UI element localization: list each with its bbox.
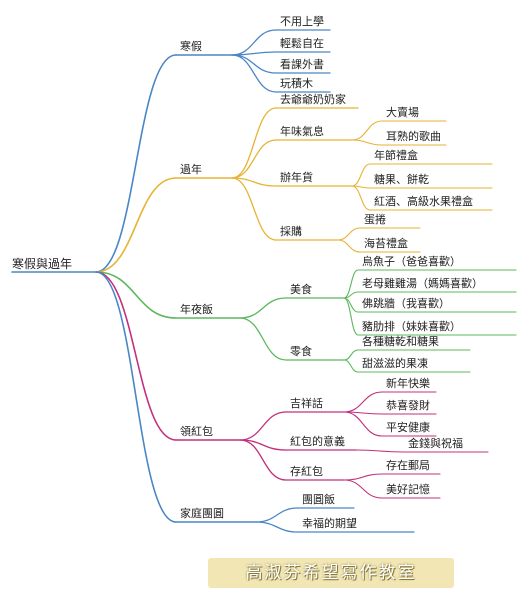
leaf-connector-3-0-2 [343,411,383,437]
leaf-node-2-0-2: 佛跳牆（我喜歡） [362,297,450,310]
branch-connector-3 [95,271,177,441]
child-connector-1-0 [231,107,277,179]
leaf-node-2-0-0: 烏魚子（爸爸喜歡） [362,255,461,268]
leaf-node-3-0-1: 恭喜發財 [386,399,430,412]
leaf-connector-2-0-0 [343,269,359,299]
leaf-node-1-3-0: 蛋捲 [364,213,386,226]
branch-connector-0 [95,54,177,273]
leaf-node-3-2-0: 存在郵局 [386,459,430,472]
leaf-connector-1-2-2 [351,185,371,211]
child-node-3-2: 存紅包 [290,465,323,478]
leaf-node-1-2-2: 紅酒、高級水果禮盒 [374,195,473,208]
child-node-0-1: 輕鬆自在 [280,37,324,50]
child-connector-1-3 [231,177,277,241]
leaf-node-1-1-0: 大賣場 [386,106,419,119]
leaf-connector-2-0-3 [343,297,359,336]
branch-node-2: 年夜飯 [180,303,213,316]
child-connector-0-3 [231,54,277,93]
leaf-node-1-3-1: 海苔禮盒 [364,237,408,250]
child-connector-3-0 [239,411,287,441]
child-connector-4-1 [255,521,299,533]
child-node-3-0: 吉祥話 [290,397,323,410]
child-node-0-2: 看課外書 [280,58,324,71]
leaf-node-2-1-1: 甜滋滋的果凍 [362,357,428,370]
watermark-banner: 高淑芬希望寫作教室 [208,558,454,588]
leaf-connector-1-1-0 [351,120,383,141]
leaf-node-2-0-3: 豬肋排（妹妹喜歡） [362,320,461,333]
leaf-node-1-1-1: 耳熟的歌曲 [386,130,441,143]
child-node-2-0: 美食 [290,283,312,296]
leaf-node-1-2-1: 糖果、餅乾 [374,173,429,186]
leaf-connector-1-3-0 [337,227,361,241]
banner-text: 高淑芬希望寫作教室 [245,563,417,583]
branch-connector-2 [95,271,177,319]
child-connector-2-0 [239,297,287,319]
leaf-node-2-1-0: 各種糖乾和糖果 [362,335,439,348]
leaf-node-3-0-2: 平安健康 [386,421,430,434]
child-node-1-3: 採購 [280,225,302,238]
leaf-connector-3-1-0 [355,449,405,453]
branch-node-1: 過年 [180,163,202,176]
child-connector-2-1 [239,317,287,361]
leaf-connector-2-1-1 [343,359,359,373]
branch-node-0: 寒假 [180,40,202,53]
child-node-4-1: 幸福的期望 [302,517,357,530]
branch-node-4: 家庭團圓 [180,507,224,520]
child-connector-3-2 [239,439,287,481]
child-node-2-1: 零食 [290,345,312,358]
leaf-node-3-2-1: 美好記憶 [386,483,430,496]
leaf-node-1-2-0: 年節禮盒 [374,149,418,162]
leaf-connector-3-2-1 [343,479,383,499]
leaf-connector-3-2-0 [343,473,383,481]
child-connector-1-2 [231,177,277,187]
child-node-4-0: 團圓飯 [302,493,335,506]
branch-node-3: 領紅包 [180,425,213,438]
leaf-connector-1-1-1 [351,139,383,146]
child-node-1-0: 去爺爺奶奶家 [280,93,346,106]
leaf-node-3-1-0: 金錢與祝福 [408,437,463,450]
branch-connector-1 [95,177,177,273]
child-connector-1-1 [231,139,277,179]
leaf-node-2-0-1: 老母雞雞湯（媽媽喜歡） [362,277,483,290]
child-node-0-0: 不用上學 [280,15,324,28]
leaf-connector-1-2-0 [351,163,371,187]
leaf-connector-1-3-1 [337,239,361,253]
leaf-node-3-0-0: 新年快樂 [386,377,430,390]
child-connector-0-2 [231,54,277,74]
child-node-1-1: 年味氣息 [280,125,324,138]
branch-connector-4 [95,271,177,523]
child-node-0-3: 玩積木 [280,77,313,90]
root-node: 寒假與過年 [12,257,73,271]
child-connector-4-0 [255,507,299,523]
child-node-3-1: 紅包的意義 [290,435,345,448]
leaf-connector-3-0-0 [343,391,383,413]
leaf-connector-2-1-0 [343,349,359,361]
child-connector-0-0 [231,29,277,56]
child-node-1-2: 辦年貨 [280,171,313,184]
